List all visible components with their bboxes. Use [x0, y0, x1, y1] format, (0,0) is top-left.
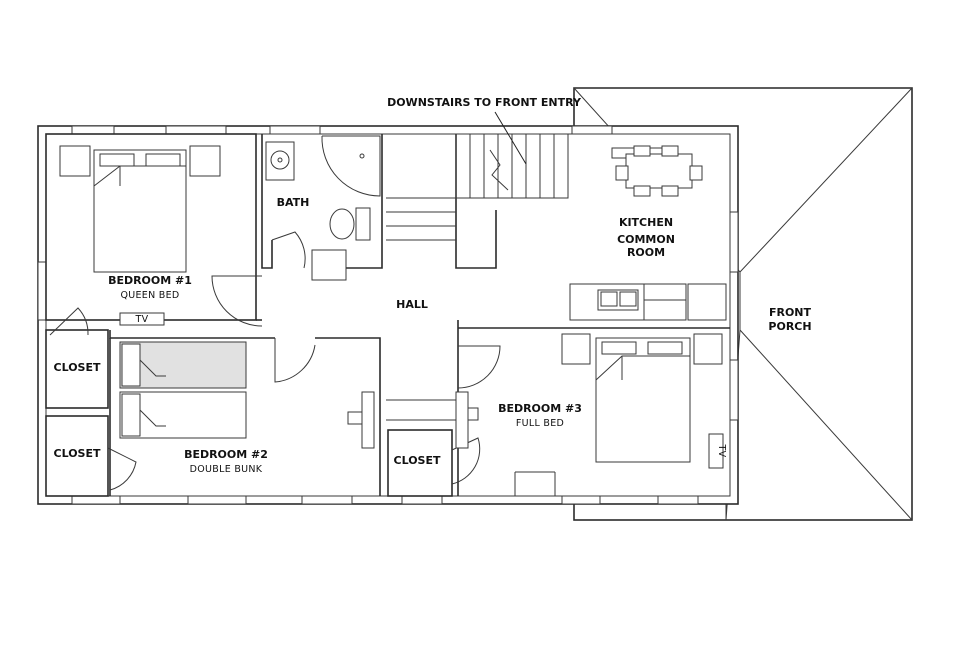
bath-label: BATH	[277, 196, 310, 209]
kitchen-fixtures	[569, 145, 727, 321]
tv-label-bedroom1: TV	[135, 314, 149, 325]
kitchen-label-3: ROOM	[627, 246, 665, 259]
bedroom1-subtitle: QUEEN BED	[120, 290, 179, 301]
bedroom3-furniture	[561, 333, 723, 463]
tv-stand-bedroom1	[119, 312, 165, 326]
porch-label-1: FRONT	[769, 306, 812, 319]
staircase	[386, 111, 569, 421]
windows	[37, 125, 739, 505]
bedroom2-subtitle: DOUBLE BUNK	[190, 464, 263, 475]
hall-table	[347, 391, 479, 449]
closet3-label: CLOSET	[394, 454, 441, 467]
tv-stand-bedroom3	[708, 433, 724, 469]
door-swings	[49, 231, 501, 491]
closet1-label: CLOSET	[54, 361, 101, 374]
hall-label: HALL	[396, 298, 428, 311]
bedroom1-title: BEDROOM #1	[108, 274, 192, 287]
bath-fixtures	[265, 135, 381, 281]
annotation-leader	[494, 111, 527, 165]
bedroom1-furniture	[59, 145, 221, 273]
bedroom2-title: BEDROOM #2	[184, 448, 268, 461]
tv-label-bedroom3: TV	[716, 444, 727, 458]
bunk-bed	[119, 341, 247, 439]
porch-label-2: PORCH	[768, 320, 811, 333]
kitchen-label-2: COMMON	[617, 233, 675, 246]
bedroom3-title: BEDROOM #3	[498, 402, 582, 415]
annotation-downstairs: DOWNSTAIRS TO FRONT ENTRY	[387, 96, 582, 109]
bedroom3-subtitle: FULL BED	[516, 418, 564, 429]
closet2-label: CLOSET	[54, 447, 101, 460]
kitchen-label-1: KITCHEN	[619, 216, 673, 229]
